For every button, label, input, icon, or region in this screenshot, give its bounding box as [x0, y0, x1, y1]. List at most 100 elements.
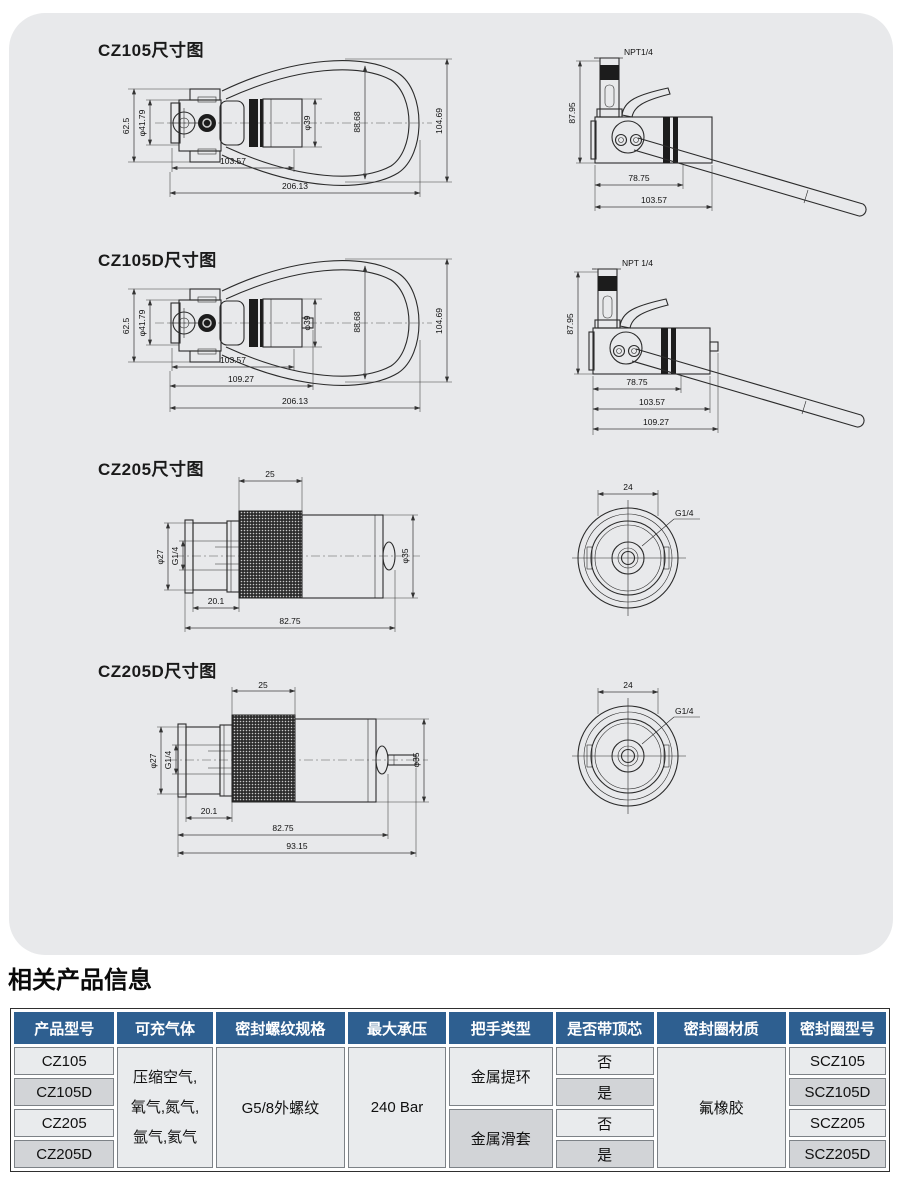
col-header-seal-material: 密封圈材质 [656, 1012, 786, 1044]
dim-label: 103.57 [220, 355, 246, 365]
thread-spec-cell: G5/8外螺纹 [215, 1047, 346, 1168]
cz205d-front-view-drawing: 25 φ27 G1/4 φ35 20.1 82.75 93.15 [148, 680, 429, 857]
table-header-row: 产品型号 可充气体 密封螺纹规格 最大承压 把手类型 是否带顶芯 密封圈材质 密… [14, 1012, 886, 1044]
dimensions: 24 G1/4 [597, 482, 700, 547]
cz105d-side-view-drawing: NPT 1/4 87.95 78.75 103.57 109.27 [565, 258, 865, 435]
dim-label: 62.5 [121, 117, 131, 134]
max-pressure-cell: 240 Bar [348, 1047, 446, 1168]
model-cell: CZ205 [14, 1109, 115, 1137]
dim-label: φ41.79 [137, 109, 147, 136]
dim-label: 20.1 [208, 596, 225, 606]
dim-label: φ27 [155, 549, 165, 564]
dim-label: φ27 [148, 753, 158, 768]
dim-label: 82.75 [279, 616, 301, 626]
dimensions: 62.5 φ41.79 φ39 88.68 104.69 103.57 206.… [121, 58, 452, 197]
cz105d-front-view-drawing: 62.5 φ41.79 φ39 88.68 104.69 103.57 109.… [121, 258, 452, 412]
dim-label: 109.27 [643, 417, 669, 427]
top-core-cell: 是 [555, 1078, 654, 1106]
cz205-front-view-drawing: 25 φ27 G1/4 φ35 20.1 82.75 [155, 469, 420, 632]
col-header-seal-model: 密封圈型号 [788, 1012, 886, 1044]
col-header-gas: 可充气体 [117, 1012, 213, 1044]
product-info-table: 产品型号 可充气体 密封螺纹规格 最大承压 把手类型 是否带顶芯 密封圈材质 密… [10, 1008, 890, 1172]
dim-label: 206.13 [282, 181, 308, 191]
top-core-cell: 否 [555, 1109, 654, 1137]
knurled-grip [231, 714, 296, 803]
col-header-topcore: 是否带顶芯 [555, 1012, 654, 1044]
cz205-end-view-drawing: 24 G1/4 [572, 482, 700, 616]
dim-label: 24 [623, 482, 633, 492]
valve-body [169, 88, 303, 163]
dim-label: 103.57 [220, 156, 246, 166]
dimensions: 62.5 φ41.79 φ39 88.68 104.69 103.57 109.… [121, 258, 452, 412]
dim-label: 87.95 [565, 313, 575, 335]
handle-type-cell: 金属提环 [448, 1047, 553, 1106]
dim-label: 25 [265, 469, 275, 479]
dimensions: NPT 1/4 87.95 78.75 103.57 109.27 [565, 258, 719, 435]
gas-line: 氧气,氮气, [130, 1098, 200, 1116]
dim-label: 109.27 [228, 374, 254, 384]
dim-label: 103.57 [639, 397, 665, 407]
table-row: CZ205 金属滑套 否 SCZ205 [14, 1109, 886, 1168]
col-header-pressure: 最大承压 [348, 1012, 446, 1044]
dim-label: 20.1 [201, 806, 218, 816]
thread-label: G1/4 [675, 508, 694, 518]
dim-label: 93.15 [286, 841, 308, 851]
connector-body [177, 714, 417, 803]
top-core-cell: 是 [555, 1140, 654, 1168]
dim-label: 88.68 [352, 311, 362, 333]
dim-label: 25 [258, 680, 268, 690]
dim-label: φ39 [302, 115, 312, 130]
dim-label: 82.75 [272, 823, 294, 833]
col-header-thread: 密封螺纹规格 [215, 1012, 346, 1044]
cz205d-end-view-drawing: 24 G1/4 [572, 680, 700, 814]
col-header-handle: 把手类型 [448, 1012, 553, 1044]
table-row: CZ105D 是 SCZ105D [14, 1078, 886, 1106]
dimensions: 24 G1/4 [597, 680, 700, 745]
seal-model-cell: SCZ105 [788, 1047, 886, 1075]
thread-label: NPT 1/4 [622, 258, 653, 268]
top-core-pin [387, 754, 417, 766]
cz205-title: CZ205尺寸图 [98, 460, 205, 479]
top-core-pin [709, 341, 719, 352]
dimensions: NPT1/4 87.95 78.75 103.57 [567, 47, 713, 211]
dim-label: φ35 [411, 752, 421, 767]
seal-model-cell: SCZ205D [788, 1140, 886, 1168]
dimensions: 25 φ27 G1/4 φ35 20.1 82.75 93.15 [148, 680, 429, 857]
dim-label: 206.13 [282, 396, 308, 406]
col-header-model: 产品型号 [14, 1012, 115, 1044]
dim-label: 104.69 [434, 108, 444, 134]
valve-body [169, 288, 314, 363]
connector-body [184, 510, 396, 599]
dimensions: 25 φ27 G1/4 φ35 20.1 82.75 [155, 469, 418, 632]
pump-handle [631, 348, 865, 428]
dim-label: 78.75 [628, 173, 650, 183]
end-view [572, 698, 686, 814]
dim-label: 78.75 [626, 377, 648, 387]
handle-type-cell: 金属滑套 [448, 1109, 553, 1168]
valve-body [588, 268, 719, 375]
dim-label: 88.68 [352, 111, 362, 133]
loop-handle [221, 260, 420, 386]
dim-label: G1/4 [170, 547, 180, 566]
cz105d-title: CZ105D尺寸图 [98, 251, 217, 270]
seal-model-cell: SCZ205 [788, 1109, 886, 1137]
related-products-title: 相关产品信息 [8, 967, 152, 994]
dim-label: G1/4 [163, 751, 173, 770]
dim-label: 24 [623, 680, 633, 690]
table-row: CZ205D 是 SCZ205D [14, 1140, 886, 1168]
table-row: CZ105 压缩空气, 氧气,氮气, 氩气,氦气 G5/8外螺纹 240 Bar… [14, 1047, 886, 1168]
model-cell: CZ105 [14, 1047, 115, 1075]
dim-label: φ41.79 [137, 309, 147, 336]
seal-model-cell: SCZ105D [788, 1078, 886, 1106]
cz105-front-view-drawing: 62.5 φ41.79 φ39 88.68 104.69 103.57 206.… [121, 58, 452, 197]
thread-label: NPT1/4 [624, 47, 653, 57]
end-view [572, 500, 686, 616]
gas-line: 氩气,氦气 [132, 1128, 198, 1146]
seal-material-cell: 氟橡胶 [656, 1047, 786, 1168]
gas-cell: 压缩空气, 氧气,氮气, 氩气,氦气 [117, 1047, 213, 1168]
cz105-side-view-drawing: NPT1/4 87.95 78.75 103.57 [567, 47, 867, 217]
dim-label: 87.95 [567, 102, 577, 124]
cz105-title: CZ105尺寸图 [98, 41, 205, 60]
cz205d-title: CZ205D尺寸图 [98, 662, 217, 681]
